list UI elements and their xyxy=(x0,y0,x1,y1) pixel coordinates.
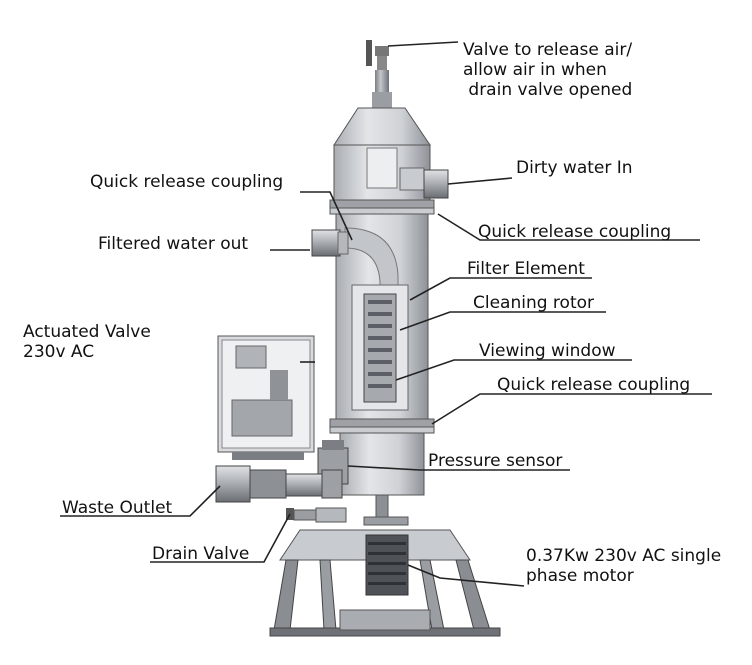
label-filtered-water-out: Filtered water out xyxy=(98,234,249,254)
actuated-valve-box xyxy=(217,335,315,460)
label-pressure-sensor: Pressure sensor xyxy=(428,451,563,471)
label-quick-release-coupling-top-right: Quick release coupling xyxy=(478,222,672,242)
label-drain-valve: Drain Valve xyxy=(152,544,250,564)
lower-section xyxy=(339,432,425,526)
label-quick-release-coupling-top-left: Quick release coupling xyxy=(90,172,284,192)
label-dirty-water-in: Dirty water In xyxy=(516,158,633,178)
label-air-valve: Valve to release air/ allow air in when … xyxy=(463,40,633,100)
air-valve xyxy=(366,40,392,108)
label-filter-element: Filter Element xyxy=(467,259,585,279)
top-housing xyxy=(329,107,435,215)
label-motor: 0.37Kw 230v AC single phase motor xyxy=(526,546,722,586)
label-actuated-valve: Actuated Valve 230v AC xyxy=(23,322,151,362)
label-quick-release-coupling-lower: Quick release coupling xyxy=(497,375,691,395)
main-body xyxy=(329,213,435,434)
dirty-water-inlet xyxy=(399,167,449,199)
filtered-water-outlet xyxy=(311,229,349,257)
waste-outlet-pipe xyxy=(215,465,343,503)
drain-valve-body xyxy=(286,507,347,523)
label-viewing-window: Viewing window xyxy=(479,341,616,361)
motor-and-stand xyxy=(269,529,501,637)
leader-lines xyxy=(60,41,712,587)
label-cleaning-rotor: Cleaning rotor xyxy=(473,293,595,313)
label-waste-outlet: Waste Outlet xyxy=(62,498,173,518)
